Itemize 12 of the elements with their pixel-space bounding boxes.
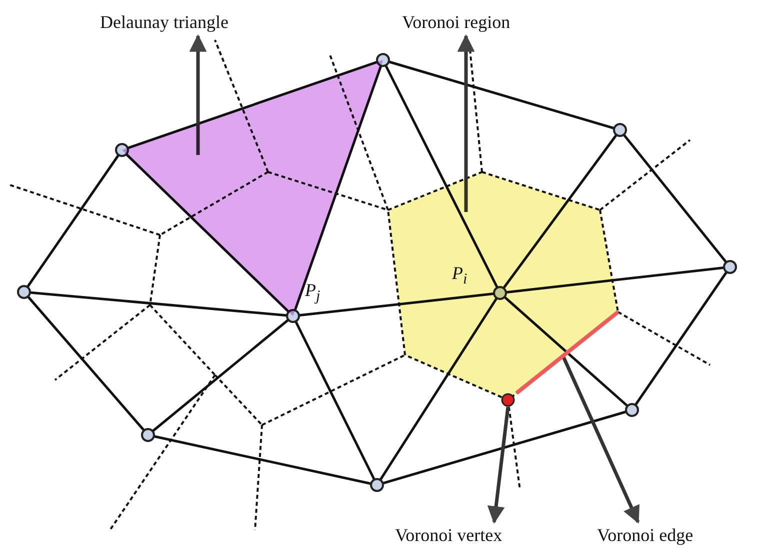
- callout-label: Voronoi region: [402, 12, 510, 33]
- point-label: P$_{i}$: [452, 263, 468, 289]
- voronoi-region: [388, 172, 618, 400]
- callout-label: Delaunay triangle: [100, 12, 228, 33]
- point-label: P$_{j}$: [305, 280, 320, 306]
- leader-arrow: [561, 355, 640, 524]
- callout-label: Voronoi edge: [597, 525, 694, 546]
- leader-arrow: [487, 406, 510, 524]
- callout-label: Voronoi vertex: [395, 525, 502, 546]
- voronoi-edge: [515, 310, 620, 395]
- delaunay-triangle: [122, 60, 383, 316]
- voronoi-vertex: [501, 393, 515, 407]
